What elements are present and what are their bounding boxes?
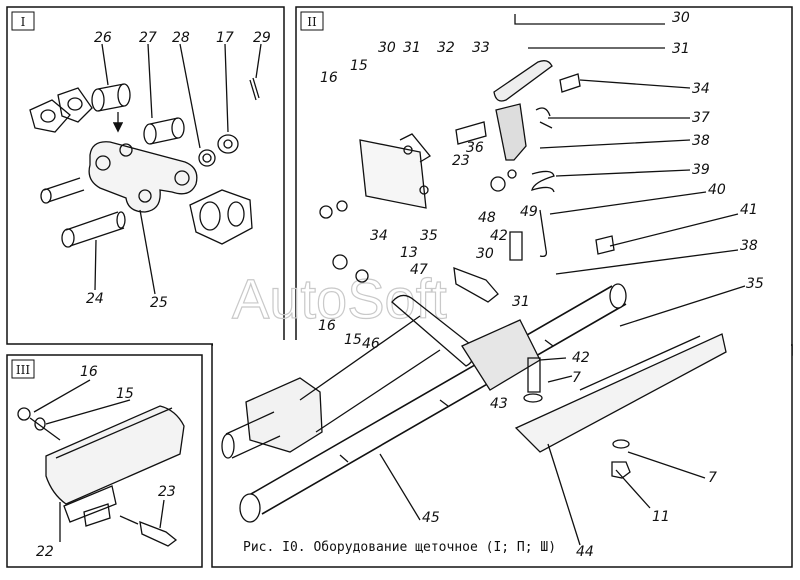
callout-23: 23 [452,153,470,169]
callout-16-low: 16 [318,318,336,334]
callout-49: 49 [520,204,538,220]
panel-ii-callouts: 30 30 31 32 33 31 34 16 15 37 23 36 38 3… [318,10,764,560]
figure-caption: Рис. I0. Оборудование щеточное (I; П; Ш) [243,540,557,555]
callout-31-left: 31 [403,40,421,56]
callout-34-mid: 34 [370,228,388,244]
callout-28: 28 [172,30,190,46]
callout-30-mid: 30 [476,246,494,262]
callout-13: 13 [400,245,418,261]
callout-31-top: 31 [672,41,690,57]
panel-iii-roman: III [16,363,30,377]
panel-iii-frame [6,354,203,568]
panel-ii-roman: II [307,15,317,29]
callout-44: 44 [576,544,594,560]
callout-24: 24 [86,291,104,307]
panel-i-roman: I [21,15,26,29]
callout-30-left: 30 [378,40,396,56]
callout-43: 43 [490,396,508,412]
callout-31-mid: 31 [512,294,530,310]
panel-ii-tag [300,11,324,31]
callout-16: 16 [320,70,338,86]
callout-47: 47 [410,262,428,278]
callout-39: 39 [692,162,710,178]
callout-40: 40 [708,182,726,198]
callout-23-iii: 23 [158,484,176,500]
callout-32: 32 [437,40,455,56]
callout-42-low: 42 [572,350,590,366]
callout-34-top: 34 [692,81,710,97]
callout-38-mid: 38 [740,238,758,254]
callout-29: 29 [253,30,271,46]
callout-11: 11 [652,509,670,525]
callout-30-top: 30 [672,10,690,26]
callout-22-iii: 22 [36,544,54,560]
panel-i-frame [6,6,285,345]
panel-ii-parts [221,14,746,546]
callout-41: 41 [740,202,758,218]
panel-i-tag [11,11,35,31]
callout-27: 27 [139,30,157,46]
callout-7-mid: 7 [572,370,581,386]
panel-iii-parts [17,379,185,547]
callout-45: 45 [422,510,440,526]
callout-36: 36 [466,140,484,156]
callout-15: 15 [350,58,368,74]
callout-26: 26 [94,30,112,46]
callout-46: 46 [362,336,380,352]
callout-17: 17 [216,30,234,46]
callout-35-mid: 35 [420,228,438,244]
callout-37: 37 [692,110,710,126]
callout-35-right: 35 [746,276,764,292]
callout-7-low: 7 [708,470,717,486]
callout-48: 48 [478,210,496,226]
panel-i-callouts: 26 27 28 17 29 24 25 [86,30,271,311]
panel-iii-tag [11,359,35,379]
callout-25: 25 [150,295,168,311]
callout-16-iii: 16 [80,364,98,380]
callout-42-top: 42 [490,228,508,244]
panel-i-parts [29,43,262,295]
callout-15-iii: 15 [116,386,134,402]
callout-38-top: 38 [692,133,710,149]
panel-iii-callouts: 16 15 23 22 [36,364,176,560]
callout-15-low: 15 [344,332,362,348]
callout-33: 33 [472,40,490,56]
